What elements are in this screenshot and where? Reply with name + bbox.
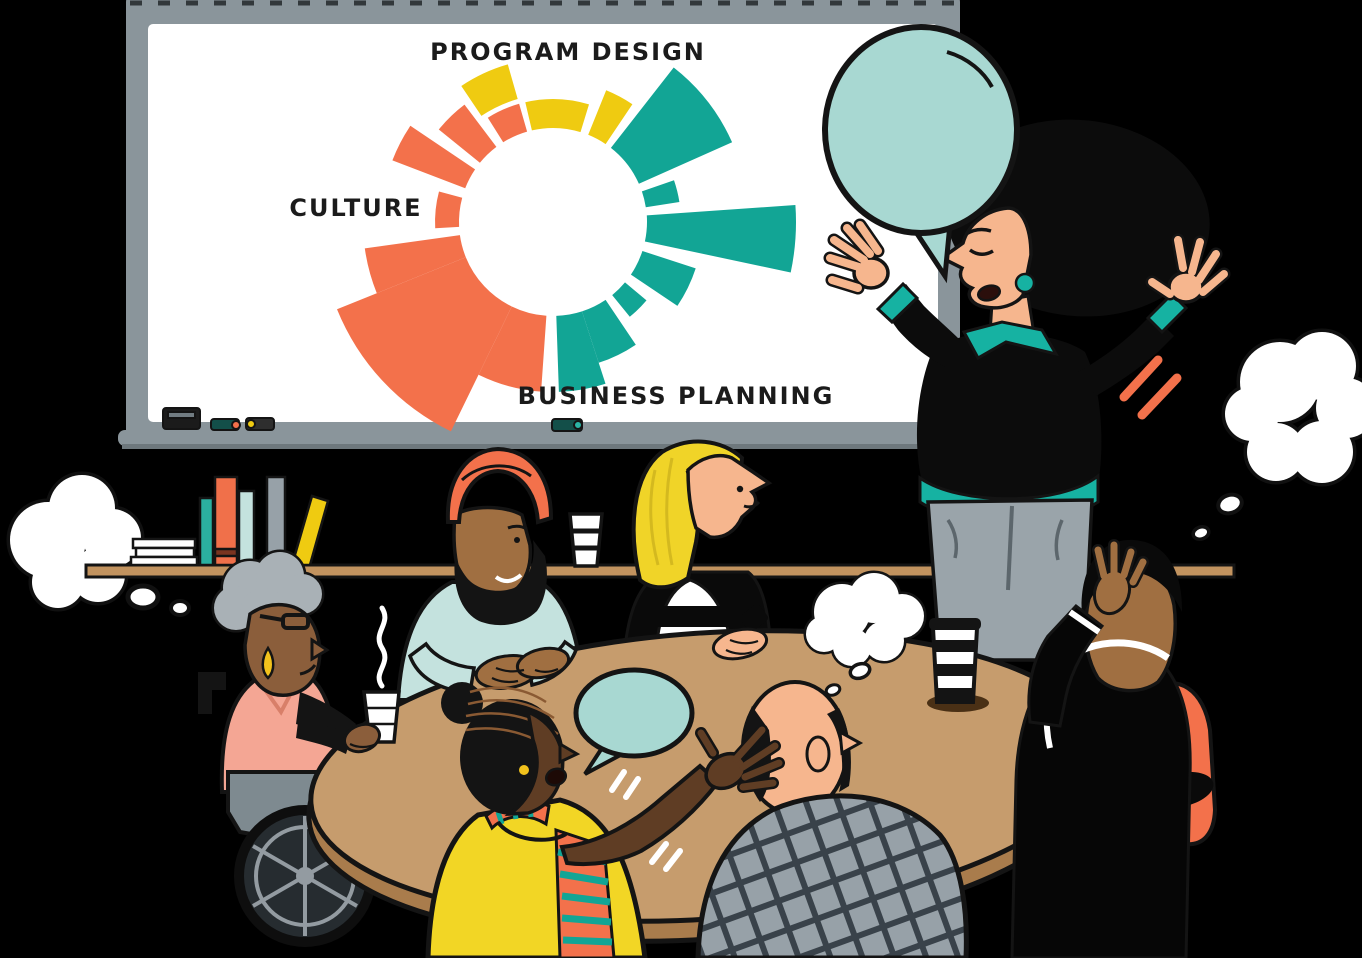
presenter-right-hand <box>1145 233 1231 304</box>
chart-segment-business-planning <box>582 299 636 363</box>
shirt-cuff <box>1068 609 1101 635</box>
ear <box>805 735 831 773</box>
held-cup <box>296 605 401 754</box>
cloud-trail-bubble <box>1216 492 1244 516</box>
smile <box>494 573 523 583</box>
tray-markers <box>162 407 583 432</box>
orange-turban <box>445 446 554 525</box>
turban-man-forearm <box>407 641 477 695</box>
chart-segment-culture <box>392 125 476 189</box>
hand-on-head <box>1092 539 1149 616</box>
eye <box>736 485 744 493</box>
presenter-earring <box>1014 272 1036 294</box>
bubble-highlight <box>946 50 994 88</box>
presenter-right-cuff <box>1145 291 1189 335</box>
side-hair <box>827 708 851 792</box>
paper-cup-on-shelf <box>568 512 604 568</box>
chart-segment-program-design <box>461 64 518 116</box>
hair <box>1081 539 1183 618</box>
motion-dashes <box>1119 355 1182 420</box>
open-mouth <box>544 767 568 787</box>
raised-arm <box>559 763 721 867</box>
tumbler-lid <box>929 618 981 630</box>
watch-cuff <box>740 604 768 632</box>
label-program-design: PROGRAM DESIGN <box>430 38 706 66</box>
raised-arm <box>1027 603 1105 728</box>
face <box>686 453 773 540</box>
chart-segment-culture <box>478 306 547 392</box>
small-speech-bubble <box>573 667 695 776</box>
presenter-face <box>938 206 1033 310</box>
chart-segment-business-planning <box>556 311 606 392</box>
wheelchair-handle <box>198 672 226 714</box>
presenter-sweater <box>916 332 1102 502</box>
cloud-trail-bubble <box>169 599 191 617</box>
man-bald <box>695 680 969 958</box>
mouth <box>299 664 317 676</box>
person-braids <box>425 682 785 958</box>
forearm-sleeve <box>296 722 352 754</box>
thought-cloud-on-table <box>803 570 927 697</box>
book-teal <box>198 496 215 567</box>
steam <box>376 605 388 689</box>
nose <box>838 729 864 756</box>
gold-earring <box>261 645 275 680</box>
eyebrow <box>507 524 528 531</box>
blonde-hand <box>711 604 769 661</box>
whiteboard: PROGRAM DESIGN CULTURE BUSINESS PLANNING <box>118 0 964 449</box>
presenter-closed-eye <box>968 248 994 256</box>
chart-segment-program-design <box>588 90 633 145</box>
face <box>504 709 565 817</box>
thought-cloud-right <box>1191 328 1362 541</box>
striped-tumbler <box>927 618 989 712</box>
chart-segment-culture <box>337 257 512 432</box>
radial-chart <box>337 64 796 432</box>
nose <box>310 637 330 662</box>
chart-segment-business-planning <box>610 67 733 184</box>
chest-band <box>652 606 738 627</box>
table-items <box>573 570 989 776</box>
cloud-trail-bubble <box>1191 525 1211 541</box>
book-pale <box>237 489 256 567</box>
label-business-planning: BUSINESS PLANNING <box>518 382 835 410</box>
chart-segment-program-design <box>525 99 589 133</box>
beard <box>454 540 547 626</box>
open-hand <box>695 724 785 793</box>
presenter-collar <box>961 320 1060 361</box>
nose <box>558 741 581 765</box>
chart-segment-culture <box>487 103 528 143</box>
presenter-right-arm <box>1078 314 1174 396</box>
chart-segment-business-planning <box>644 205 796 273</box>
arms-on-table <box>296 604 769 754</box>
label-culture: CULTURE <box>289 194 422 222</box>
motion-marks <box>609 769 683 872</box>
hair-strands <box>649 457 674 566</box>
presenter-mouth <box>976 284 1002 302</box>
chart-segment-culture <box>435 191 463 229</box>
book-orange <box>213 475 239 567</box>
gold-earring <box>517 763 531 777</box>
chart-segment-business-planning <box>612 282 647 317</box>
chart-segment-culture <box>438 104 497 163</box>
glasses <box>281 613 310 630</box>
eye <box>514 537 520 543</box>
whiteboard-tray <box>118 430 964 446</box>
chart-segment-business-planning <box>641 180 680 208</box>
presenter-left-hand <box>823 218 890 295</box>
chart-segment-business-planning <box>630 251 696 306</box>
presenter-eyebrow <box>965 227 992 236</box>
cloud-trail-bubble <box>125 583 161 611</box>
smile <box>743 500 761 509</box>
plaid-jacket <box>695 793 969 958</box>
man-suit <box>1010 539 1218 958</box>
presenter-left-cuff <box>875 281 920 325</box>
chart-segment-culture <box>364 235 466 294</box>
large-speech-bubble <box>822 24 1020 284</box>
